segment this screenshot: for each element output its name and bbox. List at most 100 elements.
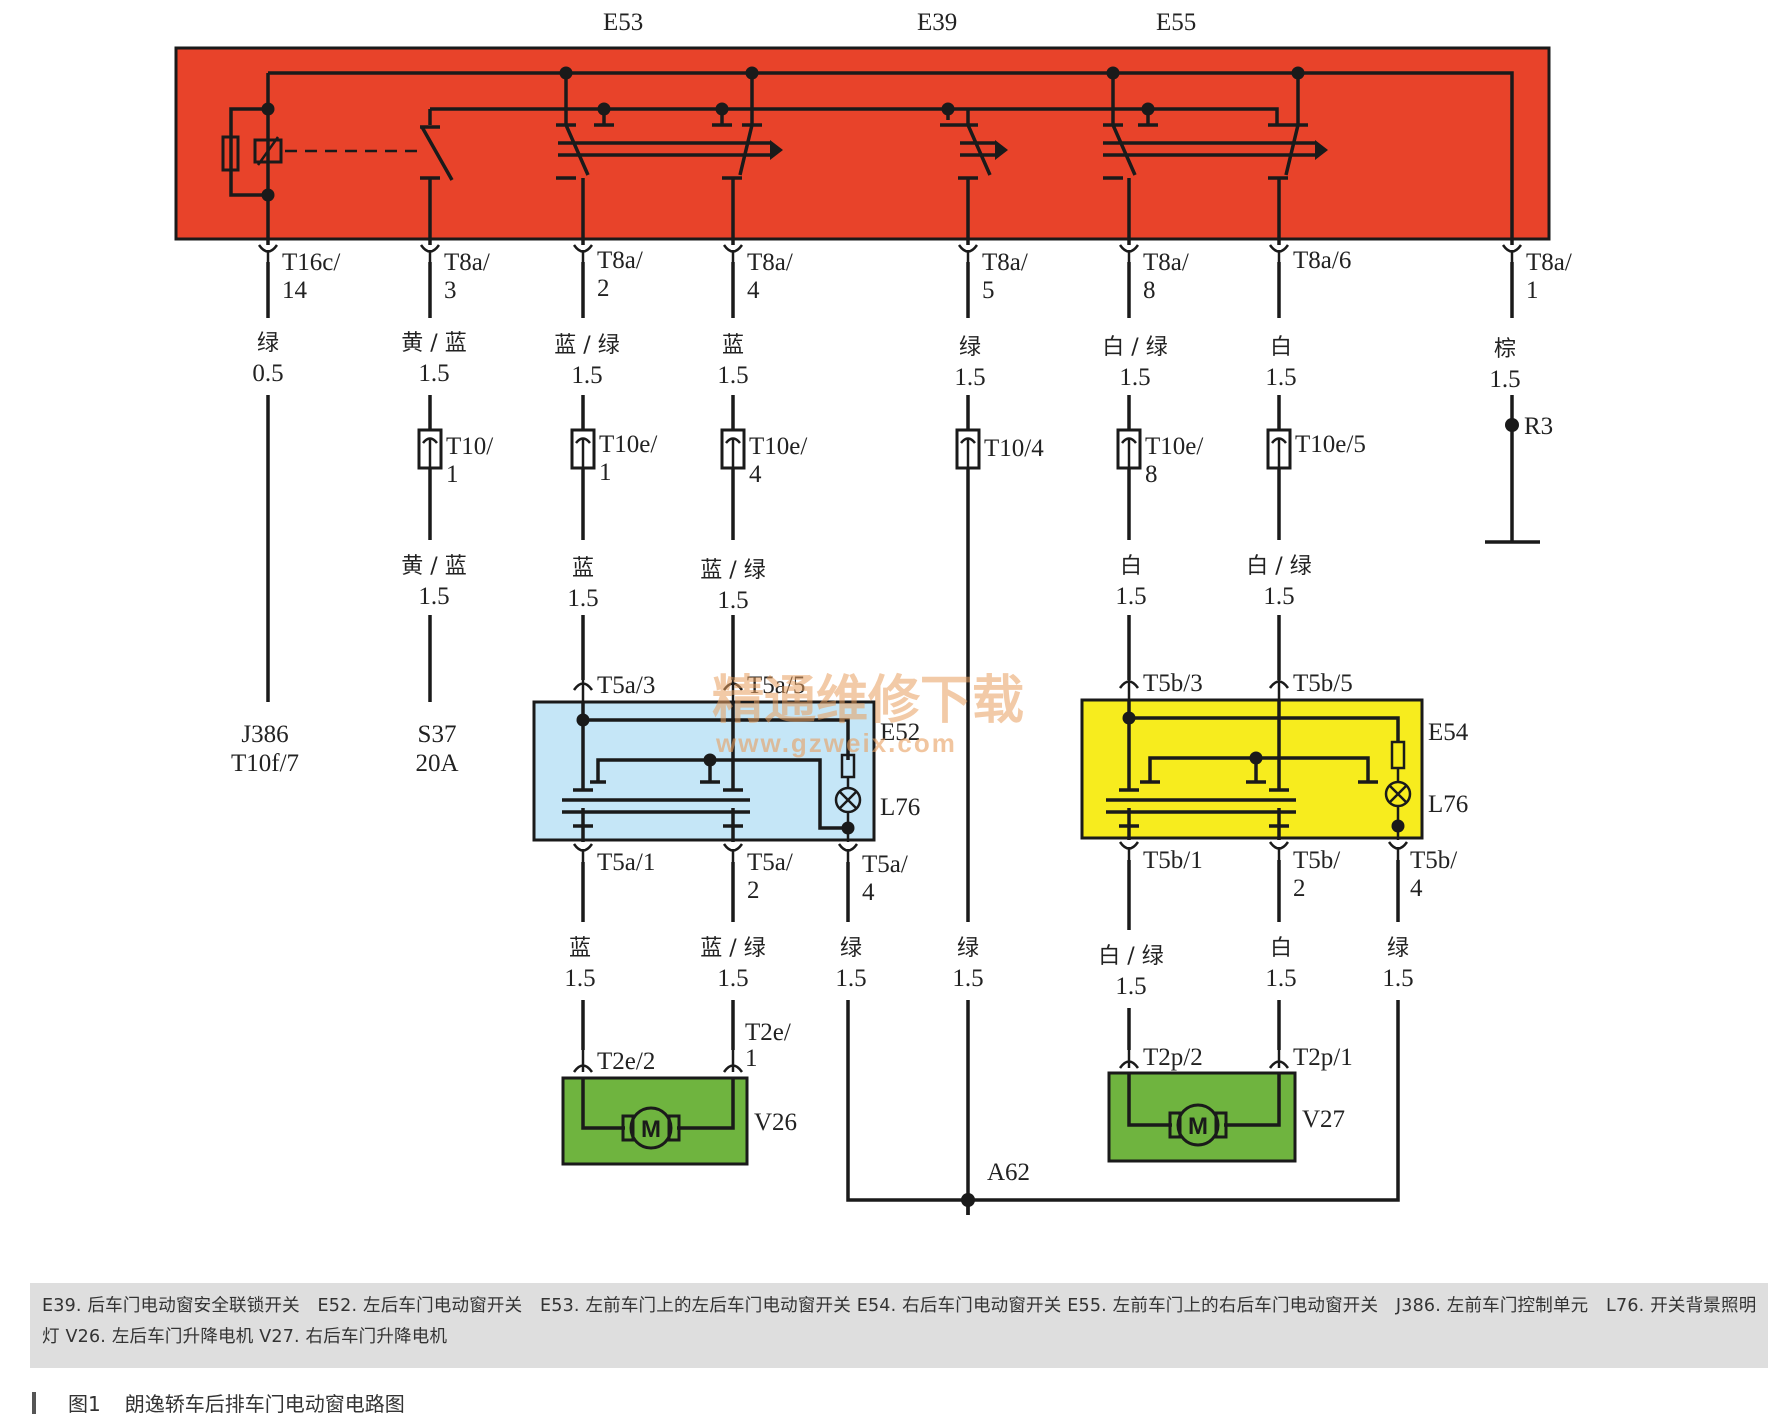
svg-text:蓝: 蓝 — [569, 936, 591, 961]
svg-text:白 / 绿: 白 / 绿 — [1102, 335, 1167, 360]
figure-title: 朗逸轿车后排车门电动窗电路图 — [124, 1392, 405, 1416]
upper-wire-labels: 绿 0.5 黄 / 蓝 1.5 蓝 / 绿 1.5 蓝 1.5 绿 1.5 白 … — [252, 331, 1520, 393]
e54-bottom-pins — [1118, 841, 1409, 860]
e53-label: E53 — [603, 9, 643, 36]
e54-pin-t5b-2: T5b/ — [1293, 847, 1340, 874]
top-bus-wire — [268, 71, 1514, 245]
conn-t10e-8: T10e/ — [1145, 433, 1203, 460]
svg-text:1.5: 1.5 — [717, 587, 748, 614]
figure-caption: 图1 朗逸轿车后排车门电动窗电路图 — [68, 1388, 429, 1417]
pin-t8a-8: T8a/ — [1143, 249, 1189, 276]
svg-text:蓝 / 绿: 蓝 / 绿 — [700, 936, 765, 961]
svg-text:14: 14 — [282, 277, 308, 304]
v26-pin-t2e-2: T2e/2 — [597, 1048, 655, 1075]
conn-t10e-1: T10e/ — [599, 431, 657, 458]
v26-pin-t2e-1: T2e/ — [745, 1019, 791, 1046]
conn-t10-1: T10/ — [446, 433, 493, 460]
svg-text:2: 2 — [747, 877, 760, 904]
v26-pins — [572, 1050, 744, 1073]
svg-text:1.5: 1.5 — [567, 585, 598, 612]
svg-text:2: 2 — [597, 275, 610, 302]
svg-text:M: M — [641, 1116, 661, 1143]
middle-wire-labels: 黄 / 蓝 1.5 蓝 1.5 蓝 / 绿 1.5 白 1.5 白 / 绿 1.… — [401, 554, 1311, 614]
e52-pin-t5a-4: T5a/ — [862, 851, 908, 878]
pin-t8a-4: T8a/ — [747, 249, 793, 276]
svg-text:8: 8 — [1145, 461, 1158, 488]
a62-ground-point — [961, 1193, 975, 1207]
svg-text:M: M — [1188, 1113, 1208, 1140]
e54-label: E54 — [1428, 719, 1469, 746]
figure-number: 图1 — [68, 1392, 101, 1416]
e54-lamp-label: L76 — [1428, 791, 1468, 818]
svg-text:白 / 绿: 白 / 绿 — [1098, 944, 1163, 969]
v26-motor-box — [561, 1076, 749, 1166]
svg-text:1: 1 — [745, 1045, 758, 1072]
svg-text:1.5: 1.5 — [1115, 583, 1146, 610]
relay-resistor — [221, 135, 240, 172]
svg-text:1.5: 1.5 — [1382, 965, 1413, 992]
r3-label: R3 — [1524, 413, 1553, 440]
svg-text:1.5: 1.5 — [835, 965, 866, 992]
relay-contact — [420, 109, 454, 245]
legend-text: E39. 后车门电动窗安全联锁开关 E52. 左后车门电动窗开关 E53. 左前… — [42, 1296, 1757, 1347]
svg-text:5: 5 — [982, 277, 995, 304]
v27-pins — [1118, 1050, 1290, 1069]
svg-text:1.5: 1.5 — [717, 362, 748, 389]
wire-e54-ground — [968, 860, 1400, 1202]
v27-pin-t2p-2: T2p/2 — [1143, 1044, 1203, 1071]
svg-text:白: 白 — [1120, 554, 1142, 579]
e54-pin-t5b-3: T5b/3 — [1143, 670, 1203, 697]
wire-r3-ground — [1485, 262, 1540, 544]
svg-text:1.5: 1.5 — [1115, 973, 1146, 1000]
svg-text:1: 1 — [446, 461, 459, 488]
e52-pin-t5a-1: T5a/1 — [597, 849, 655, 876]
e52-bottom-pins — [572, 843, 859, 862]
e52-label: E52 — [880, 719, 920, 746]
svg-text:T10f/7: T10f/7 — [231, 750, 299, 777]
svg-text:1: 1 — [1526, 277, 1539, 304]
mid-connectors — [417, 428, 1292, 470]
r3-ground-point — [1505, 418, 1519, 432]
caption-marker — [32, 1392, 36, 1414]
svg-text:蓝 / 绿: 蓝 / 绿 — [700, 558, 765, 583]
svg-text:3: 3 — [444, 277, 457, 304]
lower-wire-labels: 蓝 1.5 蓝 / 绿 1.5 绿 1.5 绿 1.5 白 / 绿 1.5 白 … — [564, 936, 1413, 1000]
svg-text:8: 8 — [1143, 277, 1156, 304]
svg-text:1.5: 1.5 — [418, 583, 449, 610]
e52-pin-t5a-3: T5a/3 — [597, 672, 655, 699]
svg-text:4: 4 — [747, 277, 760, 304]
svg-text:4: 4 — [749, 461, 762, 488]
e52-internal — [562, 702, 862, 842]
svg-text:蓝 / 绿: 蓝 / 绿 — [554, 333, 619, 358]
svg-text:绿: 绿 — [1387, 936, 1409, 961]
dest-j386: J386 — [241, 721, 288, 748]
e54-pin-t5b-4: T5b/ — [1410, 847, 1457, 874]
v26-label: V26 — [754, 1109, 797, 1136]
conn-t10e-4: T10e/ — [749, 433, 807, 460]
svg-text:1.5: 1.5 — [1265, 364, 1296, 391]
v27-label: V27 — [1302, 1106, 1345, 1133]
pin-t8a-3: T8a/ — [444, 249, 490, 276]
switch-module-box — [174, 46, 1551, 241]
watermark-url: www.gzweix.com — [715, 728, 957, 758]
wire-e52-ground — [846, 862, 968, 1202]
svg-text:绿: 绿 — [957, 936, 979, 961]
svg-text:蓝: 蓝 — [572, 556, 594, 581]
svg-text:4: 4 — [1410, 875, 1423, 902]
e54-switch-box — [1080, 698, 1424, 840]
watermark-text: 精通维修下载 — [712, 671, 1024, 731]
e52-pin-t5a-5: T5a/5 — [747, 672, 805, 699]
svg-text:黄 / 蓝: 黄 / 蓝 — [401, 331, 466, 356]
relay-loop-wire — [229, 107, 268, 197]
svg-text:绿: 绿 — [257, 331, 279, 356]
svg-text:1.5: 1.5 — [564, 965, 595, 992]
v27-pin-t2p-1: T2p/1 — [1293, 1044, 1353, 1071]
svg-text:1.5: 1.5 — [717, 965, 748, 992]
e54-pin-t5b-5: T5b/5 — [1293, 670, 1353, 697]
svg-text:蓝: 蓝 — [722, 333, 744, 358]
dest-s37: S37 — [418, 721, 457, 748]
svg-text:1.5: 1.5 — [1263, 583, 1294, 610]
svg-text:白: 白 — [1270, 936, 1292, 961]
conn-t10-4: T10/4 — [984, 435, 1044, 462]
